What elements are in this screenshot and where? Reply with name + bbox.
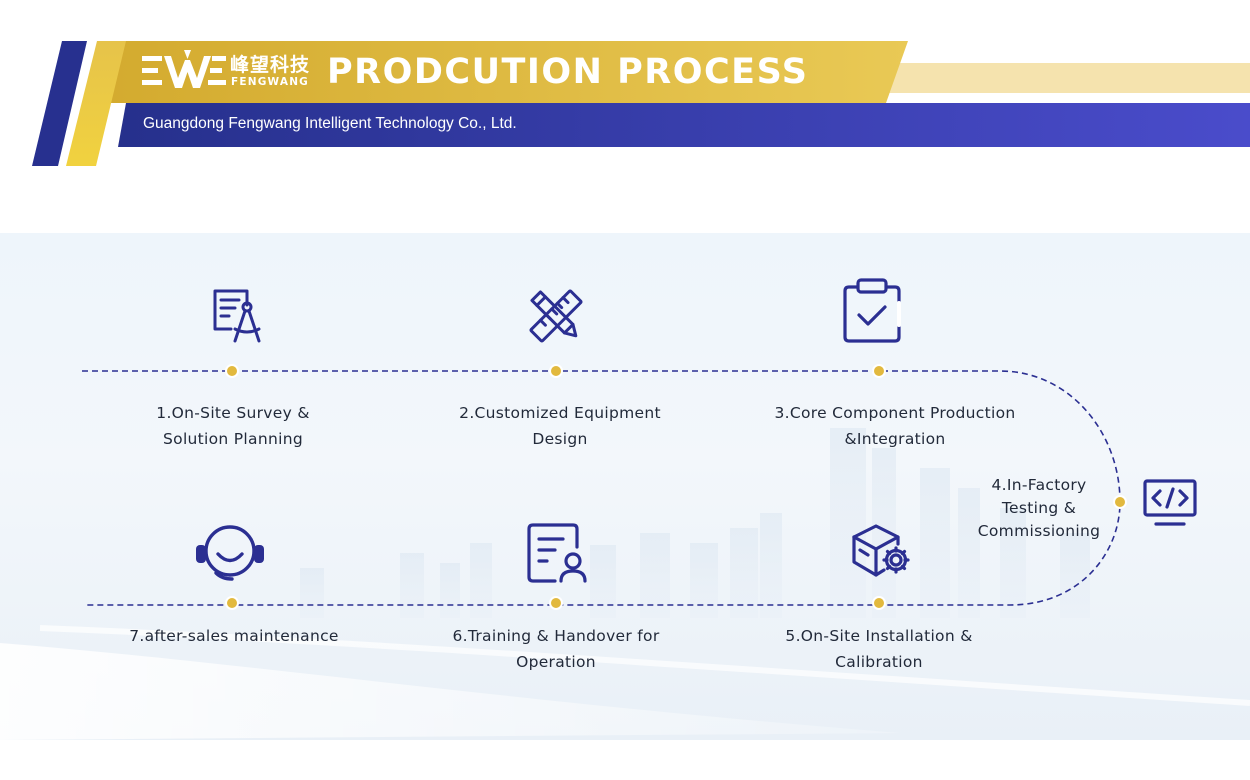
code-monitor-icon (1143, 479, 1197, 526)
step-4-label-line-2: Testing & (1001, 499, 1077, 517)
step-3-label-line-1: 3.Core Component Production (774, 404, 1016, 422)
headset-icon (196, 525, 264, 581)
step-1-label-line-1: 1.On-Site Survey & (156, 404, 310, 422)
step-2-label-line-1: 2.Customized Equipment (459, 404, 661, 422)
banner-gold-band (88, 41, 908, 103)
header-banner: 峰望科技 FENGWANG PRODCUTION PROCESS Guangdo… (0, 0, 1250, 180)
survey-compass-icon (213, 289, 261, 343)
step-3-label: 3.Core Component Production &Integration (755, 400, 1035, 452)
step-1-label-line-2: Solution Planning (163, 430, 303, 448)
step-3-dot (872, 364, 886, 378)
pencil-ruler-icon (529, 289, 583, 343)
step-4-dot (1113, 495, 1127, 509)
fengwang-logo: 峰望科技 FENGWANG (142, 48, 312, 94)
company-name: Guangdong Fengwang Intelligent Technolog… (143, 115, 517, 132)
step-1-label: 1.On-Site Survey & Solution Planning (93, 400, 373, 452)
step-5-label-line-2: Calibration (835, 653, 923, 671)
box-gear-icon (852, 524, 910, 577)
document-user-icon (527, 523, 587, 583)
step-6-label-line-1: 6.Training & Handover for (452, 627, 660, 645)
step-3-label-line-2: &Integration (844, 430, 946, 448)
step-4-label-line-3: Commissioning (977, 522, 1101, 540)
fengwang-logo-mark-icon (142, 50, 226, 88)
step-4-label: 4.In-Factory Testing & Commissioning (959, 474, 1119, 543)
banner-blue-slash (32, 41, 87, 166)
step-1-dot (225, 364, 239, 378)
logo-english-name: FENGWANG (231, 76, 309, 88)
logo-chinese-name: 峰望科技 (230, 54, 311, 76)
step-5-dot (872, 596, 886, 610)
step-2-dot (549, 364, 563, 378)
step-4-label-line-1: 4.In-Factory (991, 476, 1087, 494)
page-title: PRODCUTION PROCESS (327, 52, 809, 92)
clipboard-check-icon (843, 278, 901, 343)
step-6-dot (549, 596, 563, 610)
step-7-label-line-1: 7.after-sales maintenance (129, 627, 339, 645)
step-7-dot (225, 596, 239, 610)
step-6-label-line-2: Operation (516, 653, 596, 671)
banner-gold-slash (66, 41, 126, 166)
banner-gold-tail (888, 63, 1250, 93)
step-6-label: 6.Training & Handover for Operation (416, 623, 696, 675)
banner-blue-band (118, 103, 1250, 147)
step-5-label-line-1: 5.On-Site Installation & (785, 627, 973, 645)
step-5-label: 5.On-Site Installation & Calibration (739, 623, 1019, 675)
step-7-label: 7.after-sales maintenance (94, 623, 374, 649)
banner-shapes (32, 41, 1250, 166)
process-diagram: 1.On-Site Survey & Solution Planning 2.C… (0, 233, 1250, 740)
step-2-label: 2.Customized Equipment Design (420, 400, 700, 452)
step-2-label-line-2: Design (532, 430, 588, 448)
